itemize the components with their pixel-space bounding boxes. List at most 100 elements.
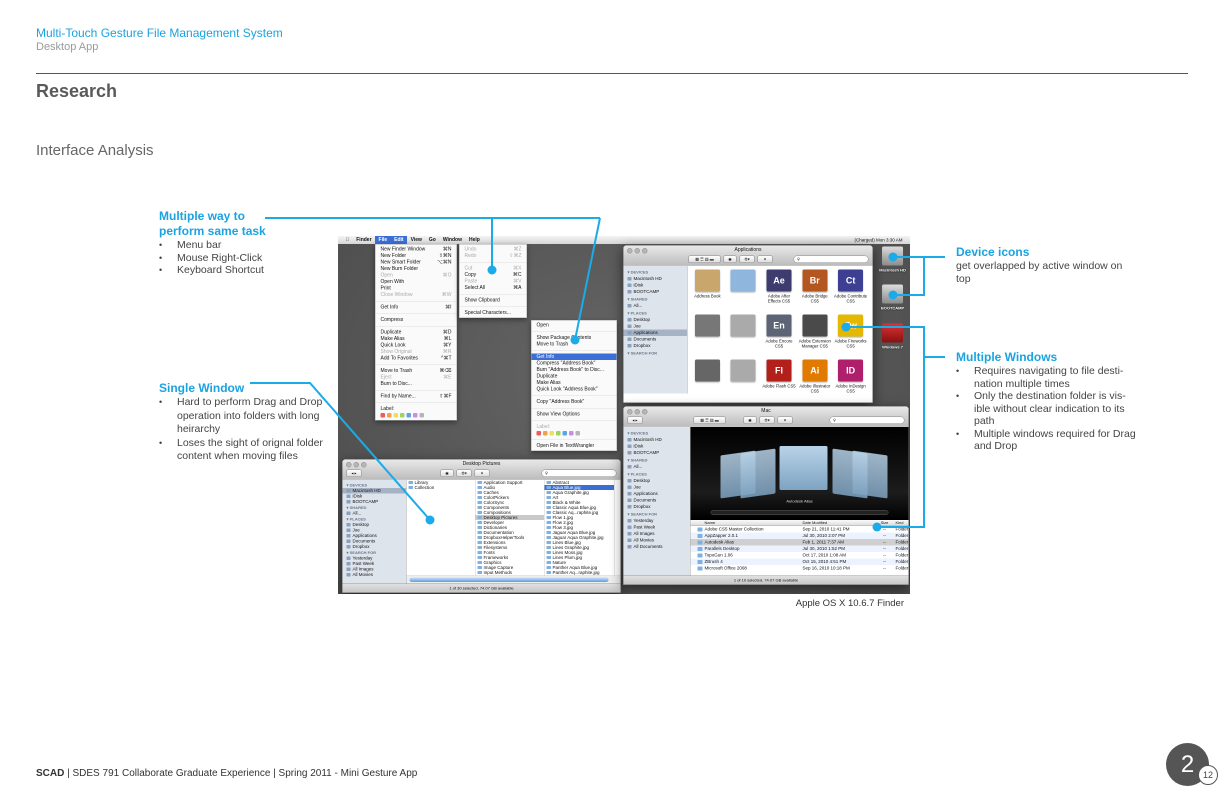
close-button[interactable]: [627, 409, 633, 415]
label-color-swatches[interactable]: [532, 430, 617, 437]
search-input[interactable]: ⚲: [829, 416, 905, 424]
menu-item-label[interactable]: Eject: [380, 374, 392, 381]
menu-item-label[interactable]: Label:: [536, 424, 551, 430]
label-color-swatch[interactable]: [387, 413, 392, 418]
view-mode-buttons[interactable]: ▦ ☰ ▥ ▬: [693, 416, 726, 424]
sidebar-item[interactable]: Macintosh HD: [624, 437, 691, 444]
label-color-swatch[interactable]: [569, 431, 574, 436]
menu-item-label[interactable]: Special Characters...: [464, 310, 511, 316]
menu-item[interactable]: Burn "Address Book" to Disc...: [532, 367, 617, 374]
sidebar-item[interactable]: iDisk: [624, 443, 691, 450]
menu-item-label[interactable]: Show Clipboard: [464, 297, 500, 304]
column-entry[interactable]: Caches: [476, 490, 545, 495]
column-entry[interactable]: Abstract: [545, 480, 615, 485]
sidebar-item[interactable]: All...: [624, 464, 691, 471]
column-entry[interactable]: Desktop Pictures: [475, 515, 544, 520]
label-color-swatch[interactable]: [549, 431, 554, 436]
column-entry[interactable]: Dictionaries: [476, 525, 545, 530]
column-entry[interactable]: Lines Blue.jpg: [545, 540, 615, 545]
arrange-button[interactable]: ▾: [757, 255, 773, 263]
menu-item[interactable]: Duplicate: [532, 373, 617, 380]
column-entry[interactable]: Filesystems: [476, 545, 545, 550]
column-header-size[interactable]: Size: [880, 520, 889, 526]
column-entry[interactable]: Aqua Graphite.jpg: [545, 490, 615, 495]
menu-item-label[interactable]: Move to Trash: [536, 341, 569, 348]
column-entry[interactable]: Aqua Blue.jpg: [544, 485, 614, 490]
column-entry[interactable]: Jaguar Aqua Blue.jpg: [545, 530, 615, 535]
column-header-kind[interactable]: Kind: [895, 520, 904, 526]
menu-item-label[interactable]: Copy "Address Book": [536, 399, 585, 405]
column-entry[interactable]: Black & White: [545, 500, 615, 505]
search-input[interactable]: ⚲: [793, 255, 869, 263]
menu-item-label[interactable]: Duplicate: [536, 373, 558, 380]
label-color-swatch[interactable]: [393, 413, 398, 418]
menu-item-label[interactable]: Open: [536, 322, 549, 329]
menu-item[interactable]: Move to Trash: [532, 341, 617, 348]
column-entry[interactable]: Nature: [545, 560, 615, 565]
menu-item-label[interactable]: Quick Look: [380, 342, 406, 349]
menu-item[interactable]: Label:: [532, 424, 617, 431]
label-color-swatch[interactable]: [536, 431, 541, 436]
zoom-button[interactable]: [642, 248, 648, 254]
menu-item[interactable]: Quick Look⌘Y: [376, 342, 457, 349]
menu-item-label[interactable]: Find by Name...: [380, 393, 416, 400]
sidebar-item[interactable]: iDisk: [624, 282, 688, 289]
coverflow-scrollbar[interactable]: [710, 510, 889, 515]
column-entry[interactable]: Components: [476, 505, 545, 510]
label-color-swatch[interactable]: [380, 413, 385, 418]
sidebar-item[interactable]: All Movies: [343, 572, 407, 578]
sidebar-item[interactable]: BOOTCAMP: [624, 289, 688, 296]
sidebar-item[interactable]: Documents: [624, 336, 688, 343]
sidebar-item[interactable]: Joe: [624, 323, 688, 330]
sidebar-item[interactable]: Dropbox: [624, 504, 691, 511]
column-entry[interactable]: Extensions: [476, 540, 545, 545]
cover-flow[interactable]: Autodesk Alias: [690, 427, 909, 520]
menu-item-label[interactable]: Move to Trash: [380, 368, 413, 374]
column-entry[interactable]: Frameworks: [476, 555, 545, 560]
sidebar-item[interactable]: All Images: [343, 567, 407, 573]
label-color-swatch[interactable]: [562, 431, 567, 436]
horizontal-scrollbar[interactable]: [406, 575, 621, 584]
sidebar-item[interactable]: Yesterday: [624, 518, 691, 525]
sidebar-item[interactable]: Desktop: [624, 317, 688, 324]
sidebar-item[interactable]: All Movies: [624, 537, 691, 544]
column-header-name[interactable]: Name: [704, 520, 716, 526]
sidebar-item[interactable]: Macintosh HD: [624, 276, 688, 283]
label-color-swatch[interactable]: [575, 431, 580, 436]
menu-item-label[interactable]: Select All: [464, 285, 486, 291]
app-item[interactable]: [691, 313, 725, 358]
menu-item-label[interactable]: Label:: [380, 406, 395, 412]
label-color-swatch[interactable]: [543, 431, 548, 436]
label-color-swatch[interactable]: [419, 413, 424, 418]
sidebar-item[interactable]: BOOTCAMP: [624, 450, 691, 457]
sidebar-item[interactable]: Past Week: [343, 561, 407, 567]
column-entry[interactable]: Application Support: [476, 480, 545, 485]
action-gear-button[interactable]: ⚙▾: [456, 469, 472, 477]
column-entry[interactable]: Graphics: [476, 560, 545, 565]
menu-item-label[interactable]: Get Info: [380, 304, 399, 311]
menu-item-label[interactable]: Show View Options: [536, 411, 580, 418]
column-entry[interactable]: Collection: [407, 485, 476, 490]
menu-item-label[interactable]: Burn "Address Book" to Disc...: [536, 367, 604, 373]
label-color-swatch[interactable]: [406, 413, 411, 418]
column-entry[interactable]: Panther Aq...raphite.jpg: [545, 570, 615, 575]
menu-item-label[interactable]: Burn to Disc...: [380, 381, 412, 387]
column-entry[interactable]: Documentation: [476, 530, 545, 535]
menu-item[interactable]: Special Characters...: [460, 310, 527, 317]
column-entry[interactable]: Flow 2.jpg: [545, 520, 615, 525]
minimize-button[interactable]: [634, 248, 640, 254]
menu-item[interactable]: Show Original⌘R: [376, 349, 457, 356]
column-entry[interactable]: Lines Plum.jpg: [545, 555, 615, 560]
sidebar-item[interactable]: All Images: [624, 531, 691, 538]
